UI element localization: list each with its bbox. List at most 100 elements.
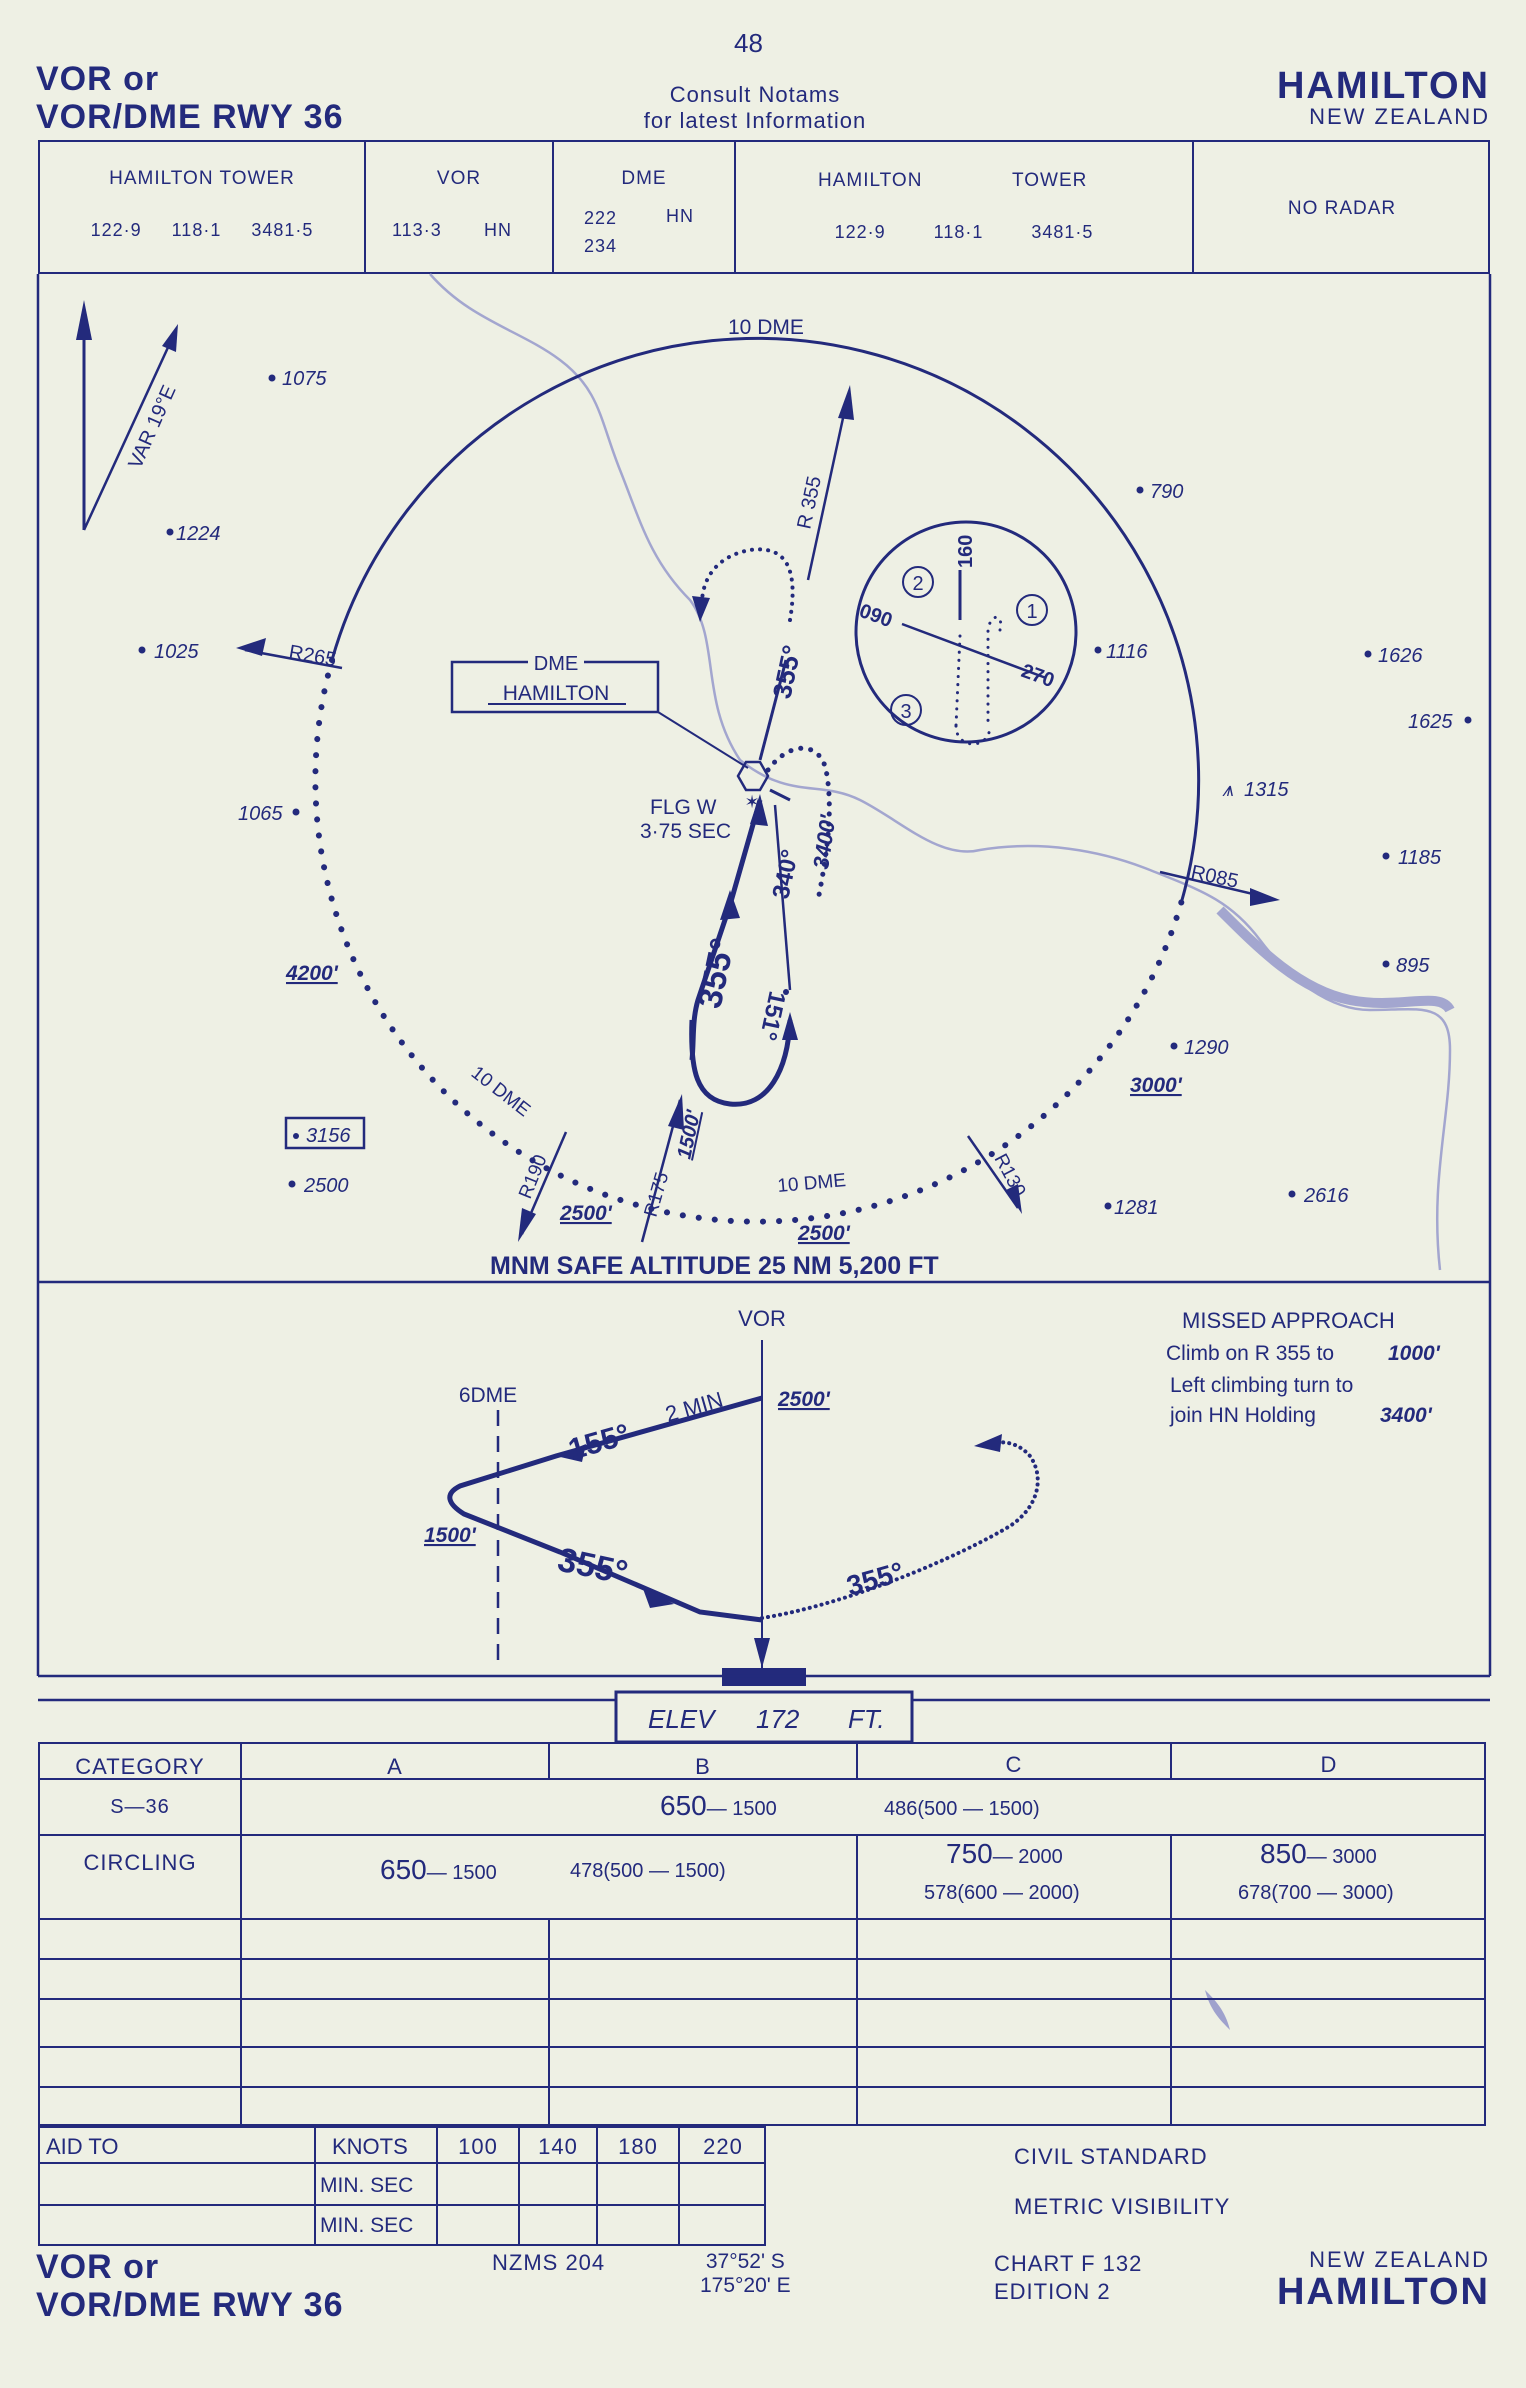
magnetic-north-arrow xyxy=(82,329,178,531)
outbound-end-dot xyxy=(783,989,789,995)
minima-col-line xyxy=(856,1834,858,2126)
spot-dot xyxy=(1364,650,1372,658)
vor-symbol xyxy=(736,760,770,792)
chart-title: VOR or VOR/DME RWY 36 xyxy=(36,60,343,136)
minima-col-line xyxy=(856,1742,858,1778)
alt-2500-b: 2500' xyxy=(797,1222,851,1245)
footer-country: NEW ZEALAND xyxy=(1309,2247,1490,2272)
inset-seq-2-ring xyxy=(902,566,934,598)
dme-channel-2: 234 xyxy=(584,236,618,256)
elev-label: ELEV xyxy=(648,1704,717,1734)
spot-1065: 1065 xyxy=(238,803,283,825)
inset-seq-1-ring xyxy=(1016,594,1048,626)
comms-panel xyxy=(38,140,1490,274)
circ-c-vis: — 2000 xyxy=(992,1846,1063,1868)
spot-dot xyxy=(138,646,146,654)
profile-6dme-label: 6DME xyxy=(459,1384,517,1407)
minima-col-line xyxy=(240,1742,242,2126)
r265-arrowhead xyxy=(236,638,266,656)
comms-divider xyxy=(1192,140,1194,274)
elev-box xyxy=(614,1690,914,1744)
dme-channel-1: 222 xyxy=(584,208,618,228)
river-line xyxy=(429,273,1452,1271)
missed-title: MISSED APPROACH xyxy=(1182,1308,1395,1333)
notice-line2: for latest Information xyxy=(643,108,867,133)
min-sec-label-2: MIN. SEC xyxy=(320,2214,414,2237)
profile-vor-label: VOR xyxy=(738,1306,786,1331)
spot-dot xyxy=(1382,852,1390,860)
spot-dot xyxy=(1464,716,1472,724)
inbound-arrow xyxy=(720,890,740,920)
flg-line1: FLG W xyxy=(650,796,717,819)
profile-missed-arrow xyxy=(974,1434,1002,1452)
metric-visibility: METRIC VISIBILITY xyxy=(1014,2194,1231,2219)
dme-ident: HN xyxy=(666,206,694,226)
spot-dot xyxy=(1136,486,1144,494)
timing-col-line xyxy=(678,2126,680,2246)
minima-col-line xyxy=(1170,1834,1172,2126)
chart-number: CHART F 132 xyxy=(994,2251,1143,2276)
nzms-ref: NZMS 204 xyxy=(492,2250,606,2275)
vor-label: VOR xyxy=(436,168,482,189)
minima-row-line xyxy=(38,1778,1486,1780)
missed-line2: Left climbing turn to xyxy=(1170,1374,1353,1397)
flg-line2: 3·75 SEC xyxy=(640,820,731,843)
elev-unit: FT. xyxy=(848,1704,885,1734)
speed-140: 140 xyxy=(538,2134,578,2159)
radar-status: NO RADAR xyxy=(1287,198,1397,219)
comms-divider xyxy=(734,140,736,274)
speed-100: 100 xyxy=(458,2134,498,2159)
spot-dot xyxy=(288,1180,296,1188)
dme-ring-dotted xyxy=(312,657,1185,1225)
dme-box-line1-top: DME xyxy=(534,653,578,675)
circ-c-mda: 750 xyxy=(946,1838,993,1869)
missed-line3-alt: 3400' xyxy=(1380,1404,1433,1427)
circling-label: CIRCLING xyxy=(83,1850,197,1875)
dme-ring-solid xyxy=(330,336,1201,901)
circling-c-metric: 578(600 — 2000) xyxy=(924,1882,1080,1904)
outbound-151 xyxy=(773,804,792,991)
spot-1281: 1281 xyxy=(1114,1197,1159,1219)
alt-2500-a: 2500' xyxy=(559,1202,613,1225)
vor-arrow xyxy=(750,794,768,826)
profile-course-155: 155° xyxy=(565,1418,634,1467)
min-sec-label-1: MIN. SEC xyxy=(320,2174,414,2197)
edition: EDITION 2 xyxy=(994,2279,1111,2304)
spot-1315: 1315 xyxy=(1244,779,1289,801)
circling-d-metric: 678(700 — 3000) xyxy=(1238,1882,1394,1904)
circling-ab-minima: 650— 1500 xyxy=(380,1854,497,1886)
timing-table xyxy=(38,2126,766,2246)
spot-dot xyxy=(1170,1042,1178,1050)
spot-1625: 1625 xyxy=(1408,711,1453,733)
r265-label: R265 xyxy=(287,641,338,671)
tower-freqs: 122·9 118·1 3481·5 xyxy=(90,220,314,240)
timing-col-line xyxy=(436,2126,438,2246)
magnetic-north-arrowhead xyxy=(162,324,178,352)
spot-2500: 2500 xyxy=(303,1175,349,1197)
course-355-outbound: 355° xyxy=(767,642,808,701)
timing-row-line xyxy=(38,2162,766,2164)
r355-line xyxy=(806,394,850,581)
cat-b-header: B xyxy=(695,1754,711,1779)
title-line1: VOR or xyxy=(36,60,160,98)
spot-1075: 1075 xyxy=(282,368,327,390)
chart-ref: CHART F 132 EDITION 2 xyxy=(994,2250,1142,2306)
r190-arrowhead xyxy=(518,1208,536,1242)
spot-1626: 1626 xyxy=(1378,645,1423,667)
inset-seq-2: 2 xyxy=(912,573,923,595)
profile-course-355: 355° xyxy=(554,1541,631,1593)
holding-dotted xyxy=(765,745,832,903)
spot-dot xyxy=(1382,960,1390,968)
vor-ident: HN xyxy=(484,220,512,240)
title-line2: VOR/DME RWY 36 xyxy=(36,98,344,136)
procedure-turn xyxy=(689,1019,793,1107)
spot-dot xyxy=(1104,1202,1112,1210)
speed-180: 180 xyxy=(618,2134,658,2159)
r085-arrowhead xyxy=(1250,888,1280,906)
inset-seq-3-ring xyxy=(890,694,922,726)
spot-dot xyxy=(292,808,300,816)
spot-dot xyxy=(1094,646,1102,654)
cat-d-header: D xyxy=(1320,1752,1338,1777)
timing-col-line xyxy=(518,2126,520,2246)
